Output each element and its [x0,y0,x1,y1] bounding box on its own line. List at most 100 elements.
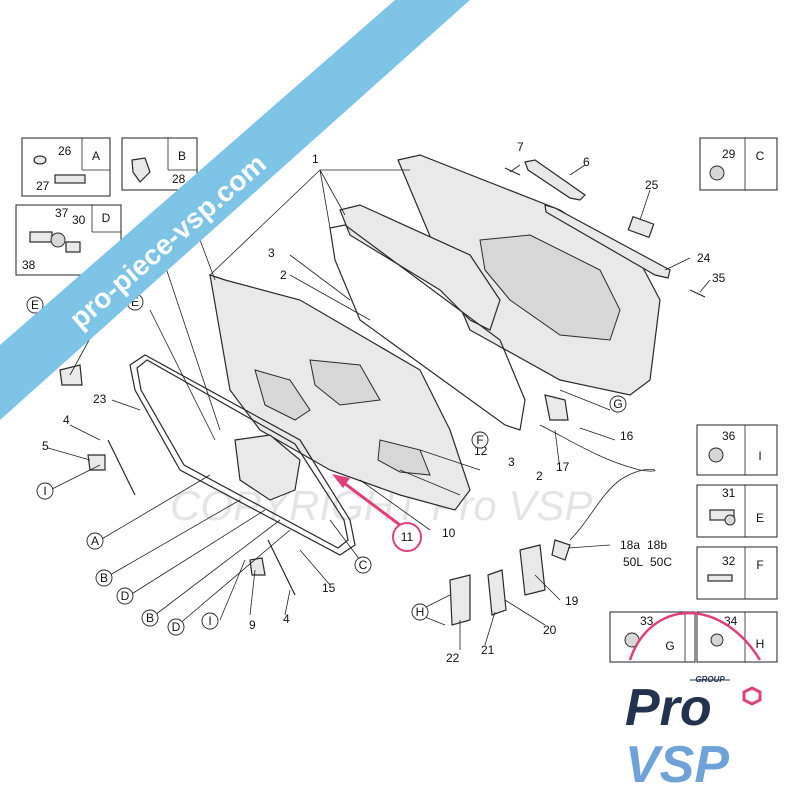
part-number: 36 [722,429,736,443]
letter-callout-i: I [43,484,46,498]
callout-50l: 50L [623,555,643,569]
part-35 [689,289,706,298]
callout-5: 5 [42,439,49,453]
brand-logo: GROUP Pro VSP [625,611,762,794]
tailgate-seal-inner [136,359,349,549]
letter-callout-f: F [476,433,483,447]
part-number: 28 [172,172,186,186]
callout-2: 2 [280,268,287,282]
letter-callout-e: E [31,298,39,312]
callout-16: 16 [620,429,634,443]
tailgate-seal [129,354,356,556]
letter-callout-g: G [613,397,622,411]
letter-callout-b: B [146,611,154,625]
part-19-handle [519,544,546,596]
hinge [59,364,83,386]
callout-25: 25 [645,178,659,192]
callout-1: 1 [312,152,319,166]
callout-21: 21 [481,643,495,657]
part-18-bracket [551,539,571,561]
part-number: 31 [722,486,736,500]
callout-22: 22 [446,651,460,665]
part-number: 37 [55,206,69,220]
callout-2: 2 [536,469,543,483]
detail-box-f: F 32 [696,546,778,600]
highlight-circle [392,522,422,552]
detail-box-letter: B [178,149,186,163]
tailgate-outer-window [479,234,621,341]
part-21 [487,569,507,616]
callout-24: 24 [697,251,711,265]
callout-17: 17 [556,460,570,474]
callout-3: 3 [268,246,275,260]
part-number: 38 [22,258,36,272]
part-number: 32 [722,554,736,568]
detail-box-g: G 33 [609,611,696,663]
part-7-clip [504,167,521,176]
callout-10: 10 [442,526,456,540]
part-5-bracket [87,454,106,471]
callout-15: 15 [322,581,336,595]
strut-left [107,439,136,496]
part-number: 34 [724,614,738,628]
detail-box-letter: A [92,149,100,163]
tailgate-lower-trim [234,434,301,501]
callout-23: 23 [93,392,107,406]
part-number: 30 [72,213,86,227]
part-9-bracket [249,557,266,576]
strut-right [267,539,296,596]
detail-box-letter: F [756,558,763,572]
detail-box-e: E 31 [696,484,778,538]
callout-50c: 50C [650,555,672,569]
inner-panel-window-left [254,369,311,421]
logo-vsp-text: VSP [625,736,729,794]
logo-group-text: GROUP [695,675,725,684]
callout-35: 35 [712,271,726,285]
detail-box-i: I 36 [696,424,778,476]
callout-7: 7 [517,140,524,154]
letter-callout-a: A [91,534,99,548]
detail-box-a: A 26 27 [21,137,111,197]
part-number: 26 [58,144,72,158]
tailgate-frame [329,224,526,431]
spoiler [544,204,671,279]
letter-callout-b: B [100,571,108,585]
letter-callout-c: C [359,558,368,572]
inner-panel-window-right [377,439,431,476]
detail-box-b: B 28 [121,137,198,191]
leader-lines [47,164,711,650]
callout-19: 19 [565,594,579,608]
tailgate-upper-trim [339,204,501,331]
part-22-frame [449,574,471,626]
callout-4: 4 [283,612,290,626]
part-17-latch [544,394,569,421]
callout-20: 20 [543,623,557,637]
callout-18b: 18b [647,538,667,552]
letter-callout-i: I [208,614,211,628]
part-16-cable [539,424,655,541]
detail-box-letter: D [102,211,111,225]
inner-panel-center-recess [309,359,381,406]
detail-box-letter: G [665,639,674,653]
highlight-label: 11 [401,530,414,544]
detail-box-h: H 34 [696,611,778,663]
letter-callout-e: E [131,295,139,309]
watermark-text: COPYRIGHT Pro VSP [170,482,592,529]
highlight-arrow [332,474,401,527]
detail-box-letter: C [756,149,765,163]
logo-pro-text: Pro [625,679,712,737]
callout-9: 9 [249,618,256,632]
detail-box-letter: I [758,449,761,463]
callout-3: 3 [508,455,515,469]
callout-4: 4 [63,413,70,427]
callout-6: 6 [583,155,590,169]
part-number: 33 [640,614,654,628]
letter-callout-h: H [416,605,425,619]
part-number: 27 [36,179,50,193]
part-number: 29 [722,147,736,161]
letter-callout-d: D [172,620,181,634]
detail-box-letter: H [756,637,765,651]
third-brake-light [524,159,586,201]
